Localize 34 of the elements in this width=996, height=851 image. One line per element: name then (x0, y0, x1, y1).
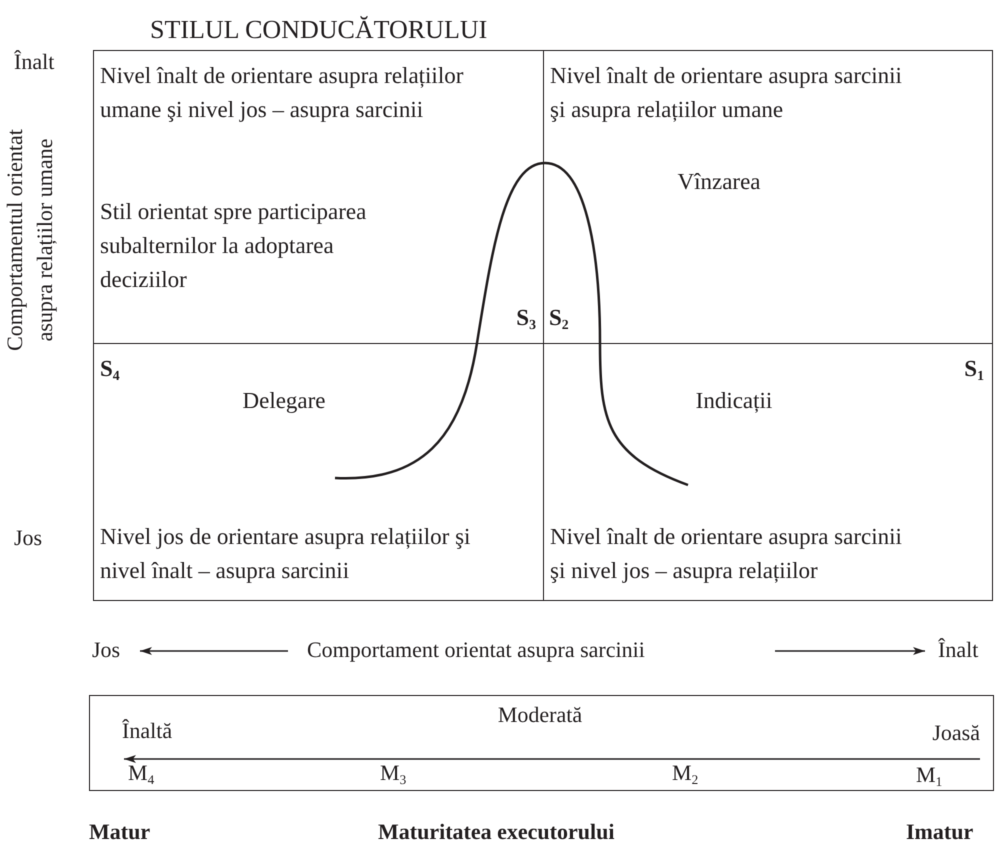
axis-tick-label: Jos (92, 636, 120, 664)
scale-end-label: Imatur (906, 818, 974, 846)
quadrant-panel (93, 50, 544, 344)
style-code: S$_{1}$ (963, 355, 984, 386)
maturity-code: M$_{4}$ (128, 760, 156, 789)
style-name: Delegare (242, 387, 326, 415)
scale-end-label: Matur (89, 818, 150, 846)
maturity-level: Moderată (496, 702, 584, 728)
style-name: Indicații (694, 387, 774, 415)
quadrant-panel (93, 343, 544, 601)
axis-tick-label: Înalt (14, 48, 54, 76)
axis-title: Comportamentul orientat asupra relațiilor umane (1, 128, 58, 353)
quadrant-description: Nivel înalt de orientare asupra sarcinii şi nivel jos – asupra relațiilor (550, 523, 903, 585)
axis-title: Comportament orientat asupra sarcinii (307, 636, 645, 664)
maturity-code: M$_{1}$ (916, 762, 944, 791)
style-code: S$_{3}$ (515, 304, 536, 334)
maturity-code: M$_{2}$ (672, 760, 700, 789)
quadrant-panel (543, 50, 993, 344)
scale-title: Maturitatea executorului (378, 818, 614, 846)
maturity-level: Joasă (931, 720, 980, 746)
diagram-title: STILUL CONDUCĂTORULUI (150, 16, 488, 44)
maturity-code: M$_{3}$ (380, 760, 408, 789)
axis-tick-label: Jos (14, 524, 42, 552)
style-description: Stil orientat spre participarea subalternilor la adoptarea deciziilor (100, 198, 368, 294)
quadrant-panel (543, 343, 993, 601)
style-code: S$_{4}$ (100, 355, 121, 386)
axis-tick-label: Înalt (938, 636, 978, 664)
quadrant-description: Nivel înalt de orientare asupra sarcinii şi asupra relațiilor umane (550, 62, 903, 124)
maturity-level: Înaltă (122, 718, 174, 744)
maturity-scale-box (89, 695, 994, 791)
quadrant-description: Nivel jos de orientare asupra relațiilor şi nivel înalt – asupra sarcinii (100, 523, 472, 585)
quadrant-description: Nivel înalt de orientare asupra relațiilor umane şi nivel jos – asupra sarcinii (100, 62, 464, 124)
style-name: Vînzarea (676, 168, 762, 196)
style-code: S$_{2}$ (549, 304, 570, 334)
